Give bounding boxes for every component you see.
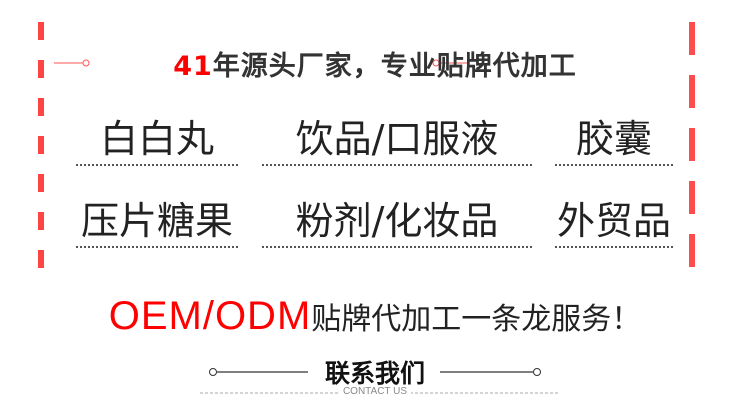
category-item: 白白丸 xyxy=(76,116,238,166)
category-item: 饮品/口服液 xyxy=(262,116,532,166)
service-highlight: OEM/ODM xyxy=(108,294,312,338)
contact-circle-left xyxy=(209,368,217,376)
ornament-circle-left xyxy=(82,59,90,67)
category-item: 胶囊 xyxy=(555,116,673,166)
headline-text: 年源头厂家，专业贴牌代加工 xyxy=(212,51,577,82)
contact-title: 联系我们 xyxy=(324,359,425,388)
headline-number: 41 xyxy=(173,51,213,82)
contact-circle-right xyxy=(533,368,541,376)
headline: 41年源头厂家，专业贴牌代加工 xyxy=(0,44,750,83)
category-item: 粉剂/化妆品 xyxy=(262,198,532,248)
category-item: 外贸品 xyxy=(555,198,673,248)
contact-subtitle-text: CONTACT US xyxy=(338,386,412,397)
category-item: 压片糖果 xyxy=(76,198,238,248)
contact-subtitle: CONTACT US xyxy=(0,386,750,397)
service-slogan: OEM/ODM贴牌代加工一条龙服务！ xyxy=(0,294,750,339)
service-text: 贴牌代加工一条龙服务！ xyxy=(311,302,642,337)
